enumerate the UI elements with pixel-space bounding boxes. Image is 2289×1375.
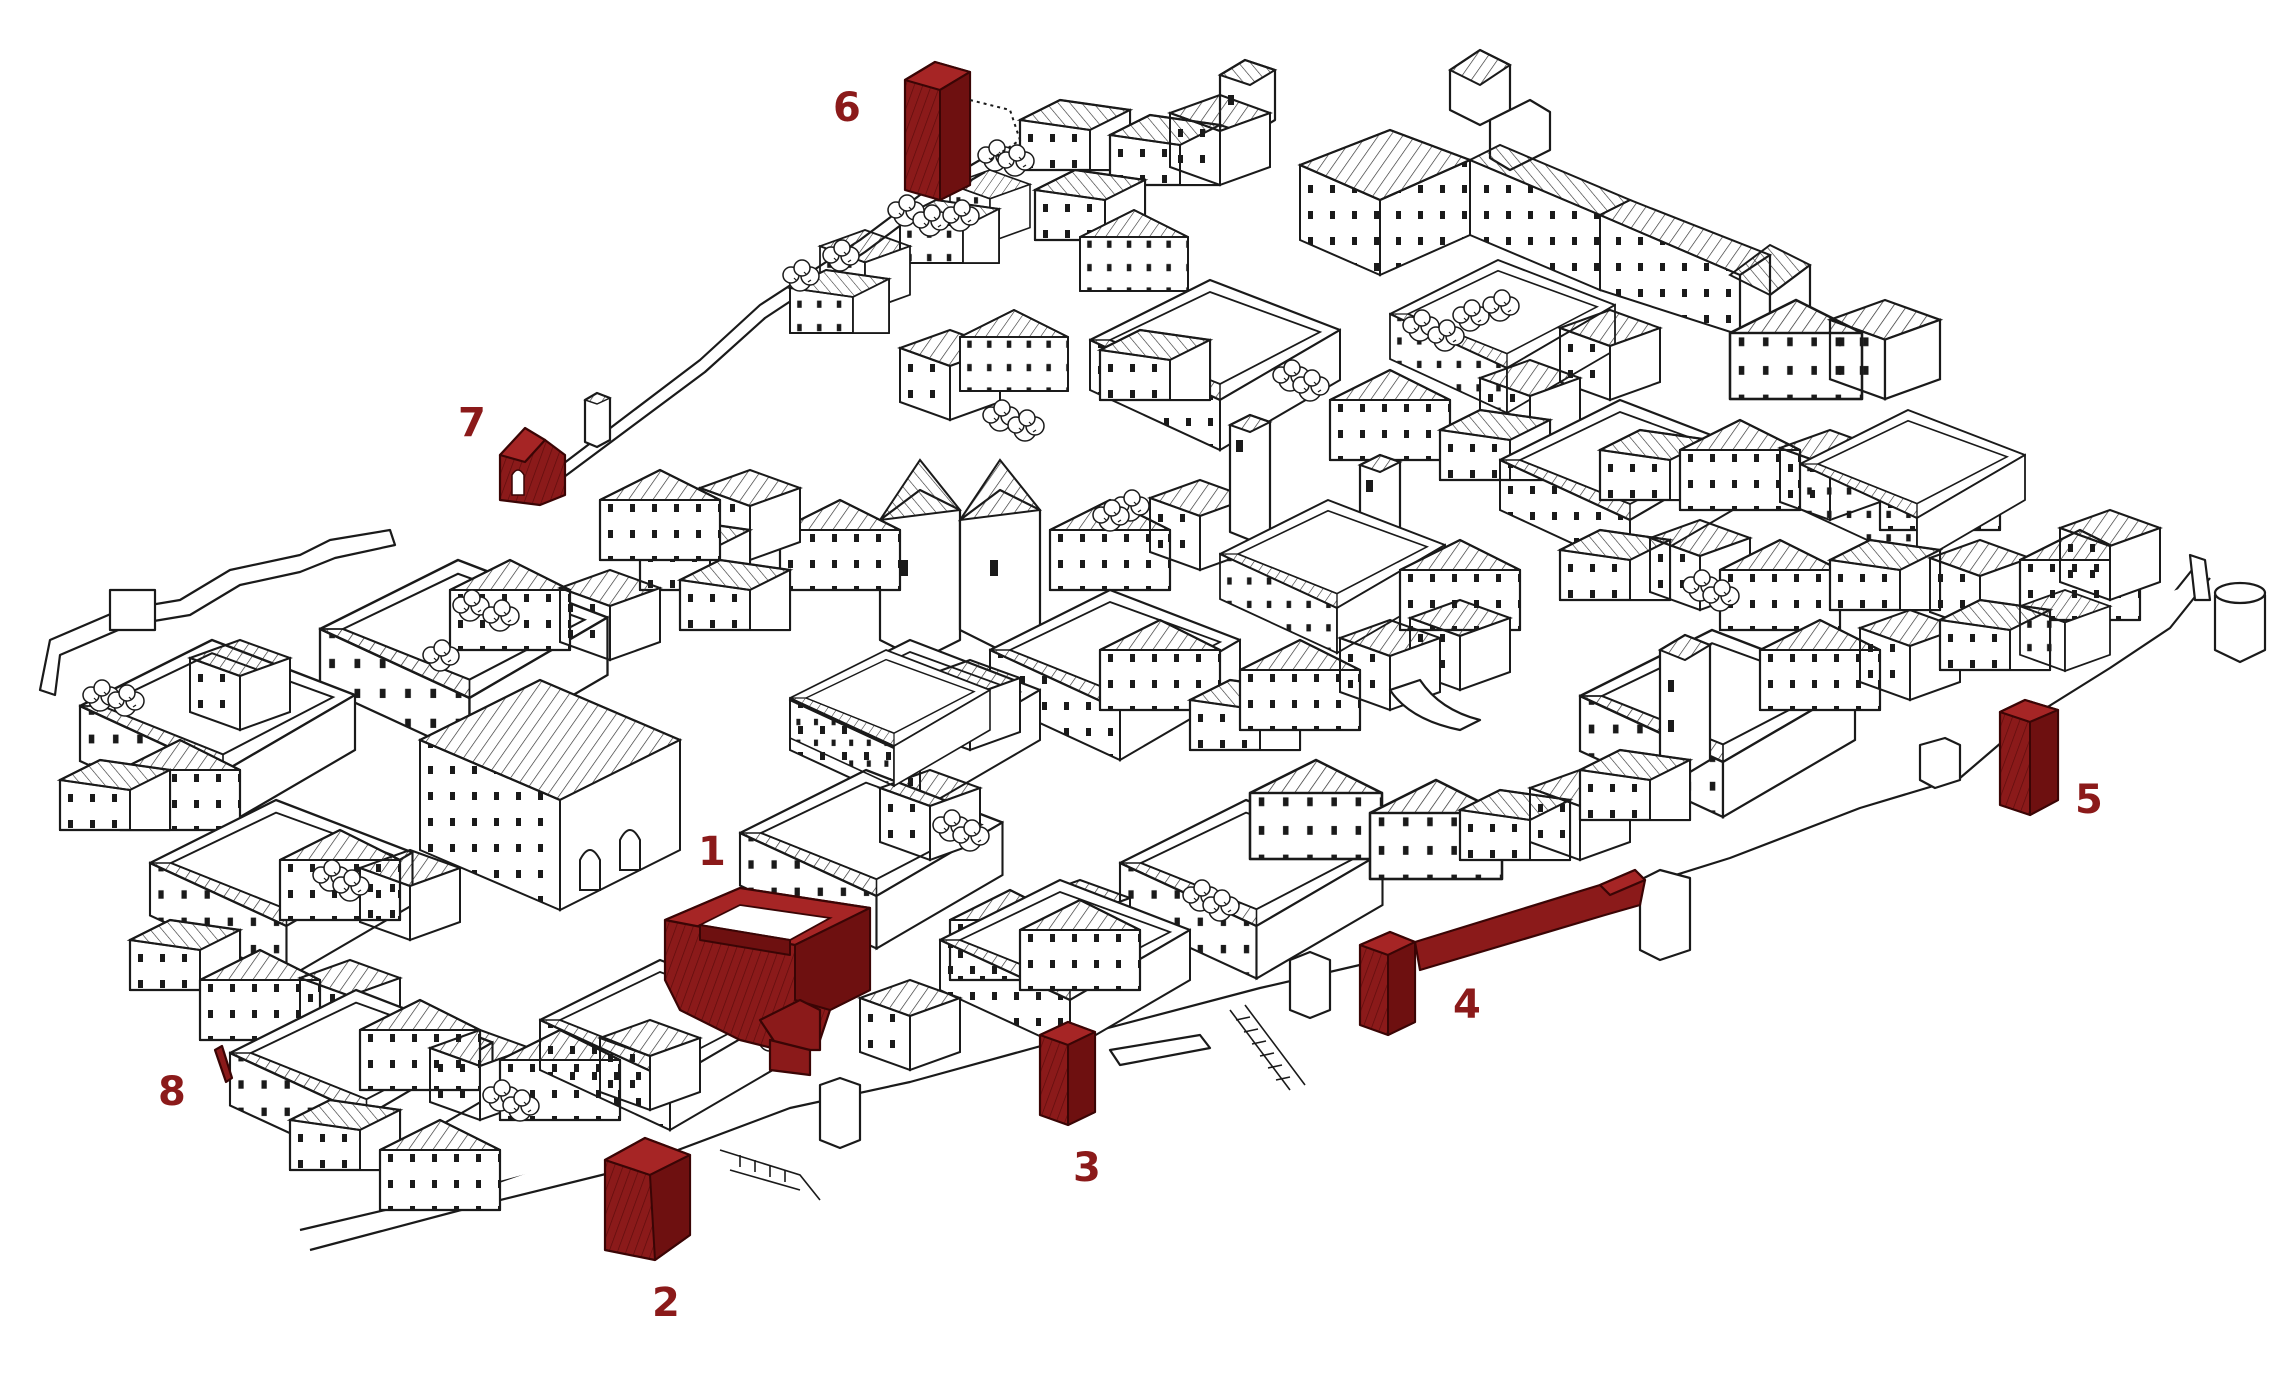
marker-label-8: 8 [158, 1069, 186, 1115]
marker-label-2: 2 [652, 1280, 680, 1326]
marker-label-1: 1 [698, 829, 726, 875]
landmark-1-palace [663, 886, 872, 1077]
marker-label-5: 5 [2075, 777, 2103, 823]
landmark-8-wall-fragment [213, 1044, 234, 1084]
landmark-7-chapel [498, 426, 567, 507]
marker-label-4: 4 [1453, 982, 1481, 1028]
marker-label-6: 6 [833, 85, 861, 131]
landmark-4-wall-section [1358, 868, 1647, 1037]
west-district [58, 391, 1192, 1212]
landmark-5-tower [1998, 698, 2060, 817]
marker-label-3: 3 [1073, 1145, 1101, 1191]
landmark-3-tower [1038, 1020, 1097, 1127]
highlighted-monuments [213, 60, 2060, 1262]
marker-label-7: 7 [458, 400, 486, 446]
landmark-6-tower [903, 60, 1022, 202]
east-district [1498, 298, 2161, 819]
central-district [638, 413, 1692, 982]
landmark-2-gate [603, 1136, 692, 1262]
